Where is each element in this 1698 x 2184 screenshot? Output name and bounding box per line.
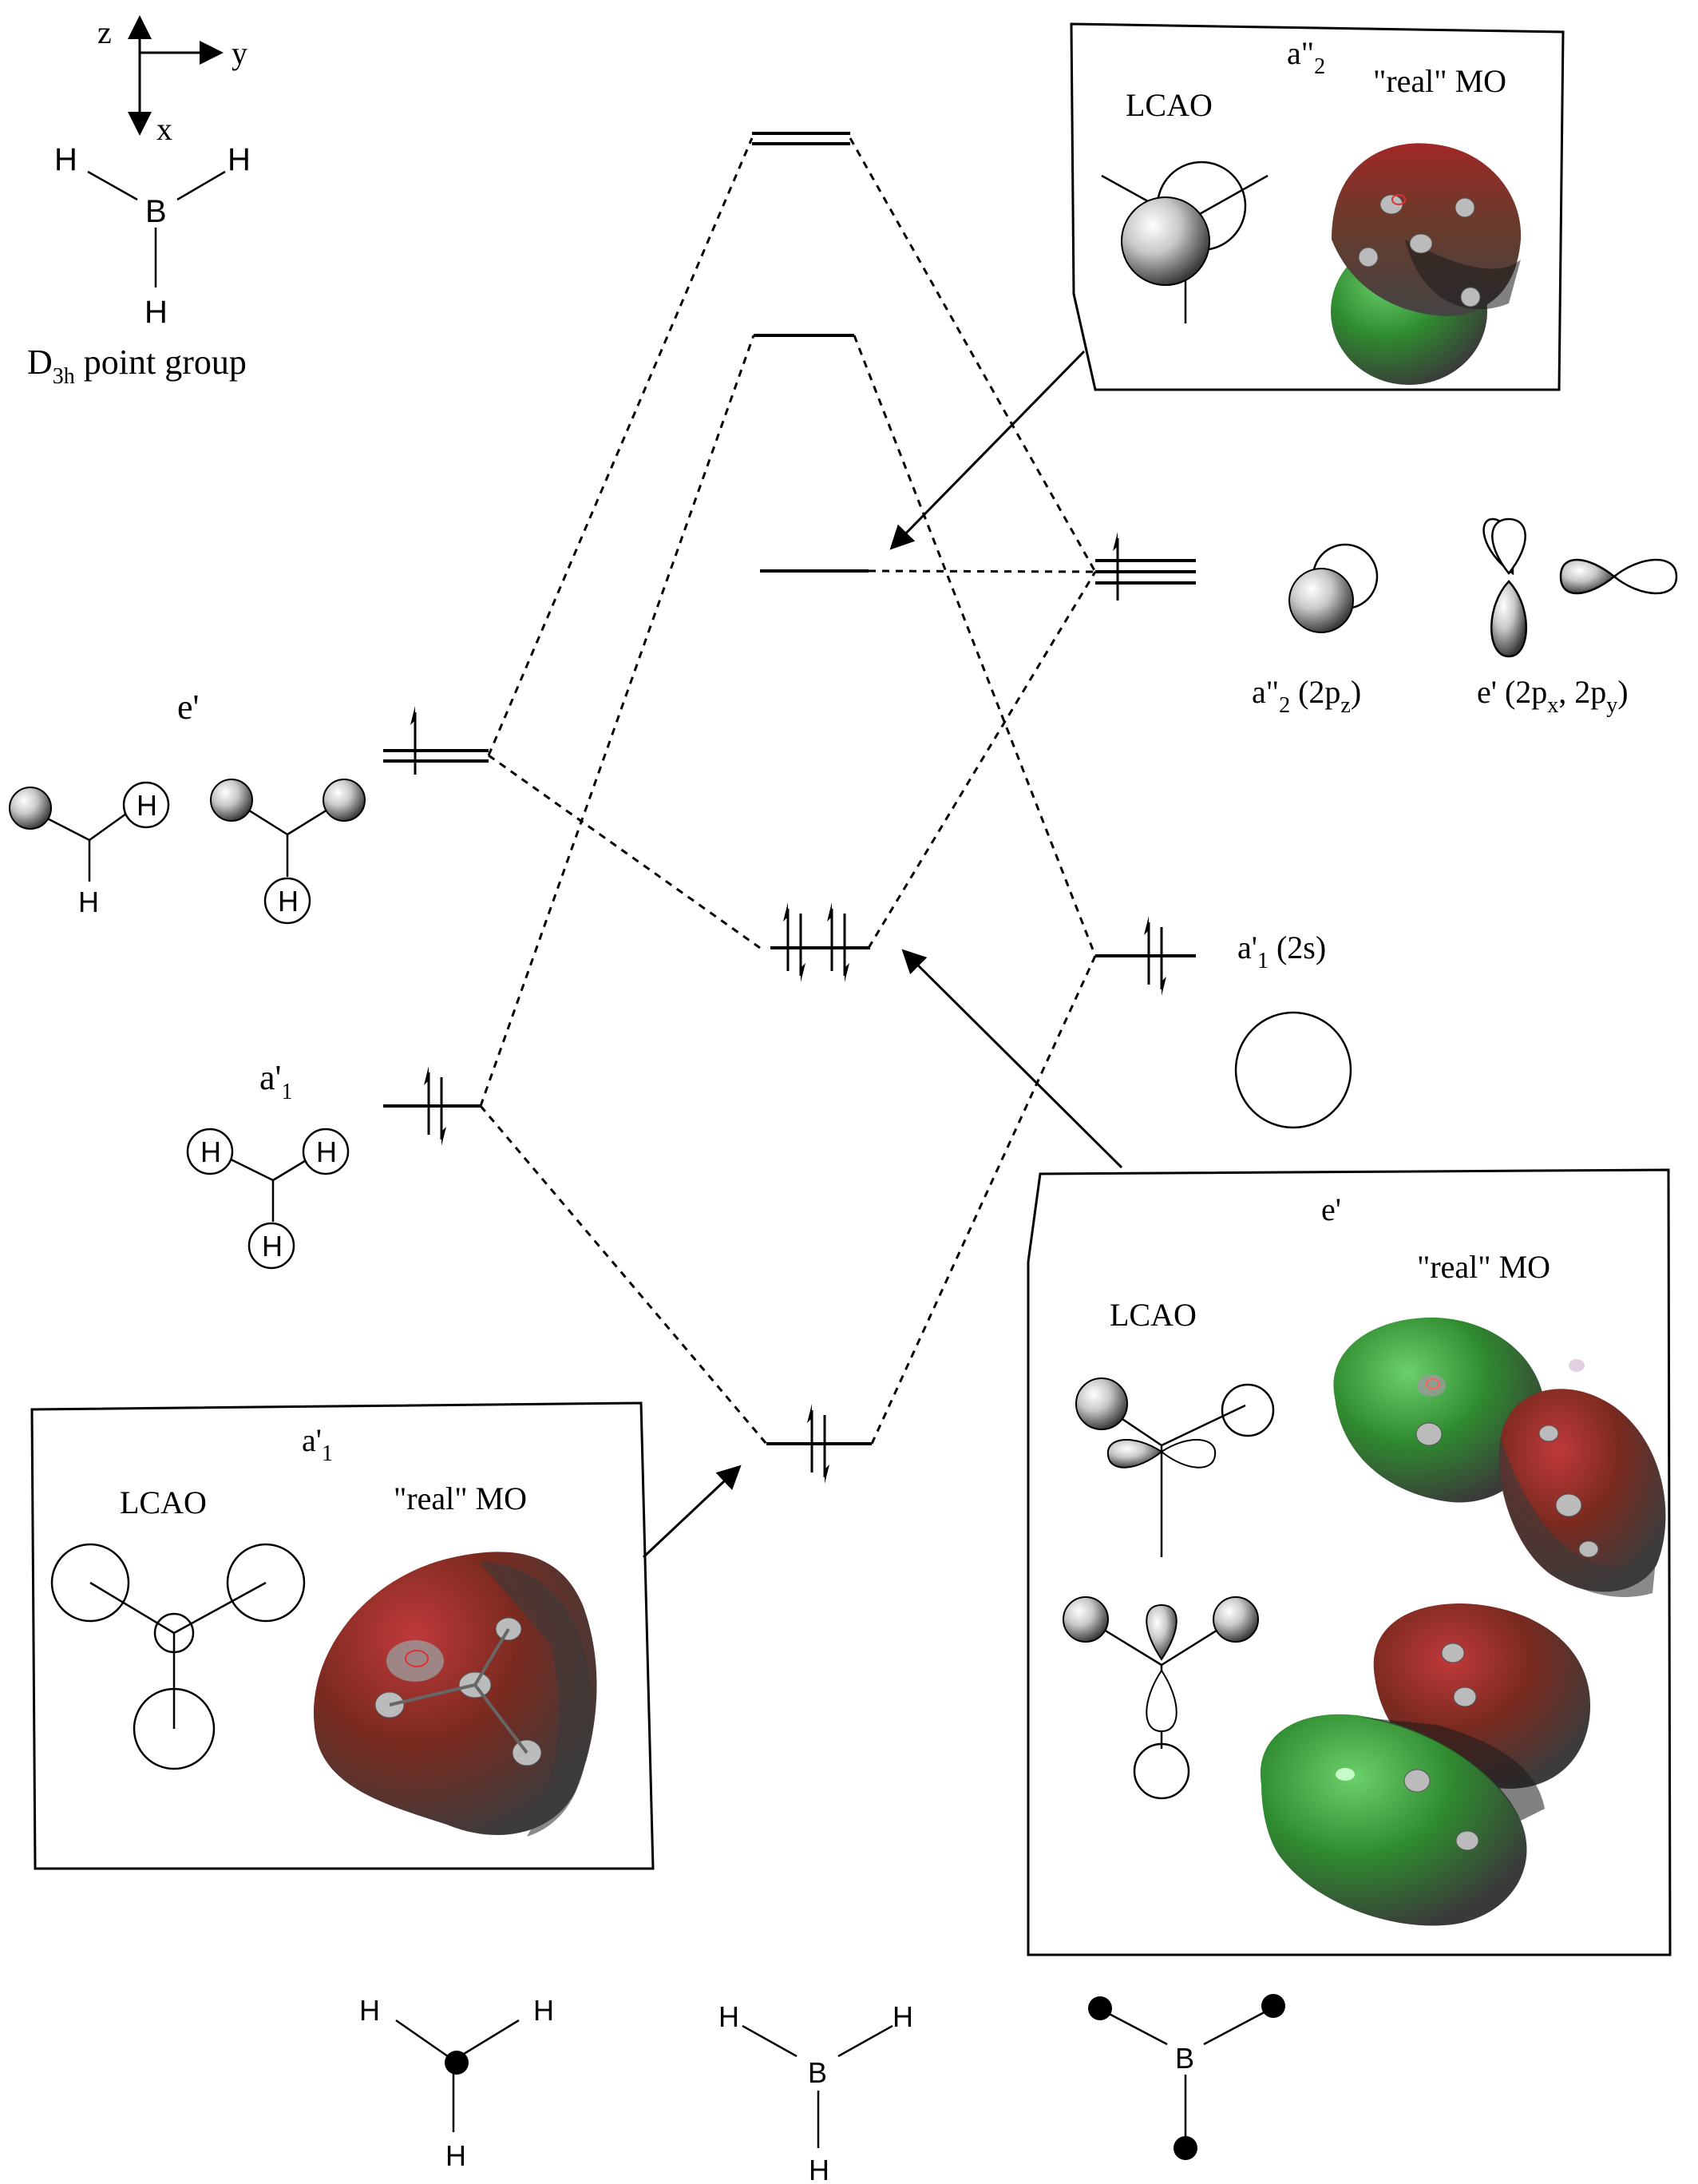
boron-label: B — [145, 194, 167, 229]
real-mo-a1-render — [313, 1552, 597, 1837]
bh3-reference-structure: B H H H — [54, 142, 251, 330]
hydrogen-label: H — [144, 295, 168, 330]
axis-x-label: x — [156, 111, 172, 147]
hydrogen-label: H — [137, 789, 157, 822]
axis-y-label: y — [232, 35, 247, 71]
bottom-bh3-molecule: B H H H — [718, 2000, 913, 2184]
real-mo-label: "real" MO — [1417, 1249, 1550, 1285]
real-mo-a2-render — [1331, 143, 1522, 385]
box-symmetry-label: a"2 — [1287, 35, 1325, 79]
px-orbital-icon — [1482, 517, 1527, 658]
a1-prime-lcao-left: H H H — [186, 1128, 350, 1270]
pointer-arrow — [901, 949, 1123, 1169]
real-mo-label: "real" MO — [1373, 63, 1506, 99]
hydrogen-label: H — [893, 2000, 913, 2033]
bottom-b-fragment: B — [1088, 1994, 1285, 2160]
s-orbital-icon — [1234, 1011, 1352, 1129]
a1-prime-label-left: a'1 — [259, 1058, 292, 1104]
pointer-arrow — [889, 350, 1086, 550]
box-e-prime-mo: e' LCAO "real" MO — [901, 949, 1672, 1956]
hydrogen-label: H — [262, 1230, 283, 1262]
py-orbital-icon — [1559, 558, 1678, 595]
real-mo-e-lower-render — [1260, 1603, 1591, 1926]
real-mo-label: "real" MO — [394, 1480, 527, 1516]
box-symmetry-label: e' — [1321, 1191, 1341, 1227]
hydrogen-label: H — [359, 1994, 380, 2027]
hydrogen-label: H — [54, 142, 77, 177]
e-prime-lcao-left: H H H — [9, 779, 366, 925]
point-group-label: D3h point group — [27, 343, 247, 389]
hydrogen-label: H — [278, 885, 299, 918]
boron-label: B — [1175, 2042, 1194, 2075]
e-prime-label-left: e' — [177, 688, 199, 727]
pointer-arrow — [642, 1465, 742, 1559]
box-symmetry-label: a'1 — [302, 1422, 333, 1466]
hydrogen-label: H — [718, 2000, 739, 2033]
lcao-label: LCAO — [1110, 1297, 1197, 1333]
lcao-label: LCAO — [1126, 87, 1213, 123]
axis-z-label: z — [97, 14, 112, 50]
e-px-py-label: e' (2px, 2py) — [1477, 674, 1629, 718]
axes-icon: z y x — [97, 14, 247, 147]
hydrogen-label: H — [78, 886, 99, 918]
hydrogen-label: H — [445, 2139, 466, 2172]
real-mo-e-upper-render — [1333, 1317, 1666, 1597]
a2-pz-label: a"2 (2pz) — [1252, 674, 1361, 718]
box-a1-mo: a'1 LCAO "real" MO — [30, 1401, 742, 1870]
hydrogen-label: H — [809, 2154, 829, 2184]
hydrogen-label: H — [200, 1136, 221, 1168]
energy-levels — [383, 132, 1196, 1445]
hydrogen-label: H — [228, 142, 251, 177]
bottom-h3-fragment: H H H — [359, 1994, 554, 2172]
lcao-label: LCAO — [120, 1484, 207, 1520]
correlation-lines — [479, 137, 1097, 1445]
pz-orbital-icon — [1288, 543, 1379, 633]
boron-label: B — [808, 2056, 827, 2089]
hydrogen-label: H — [533, 1994, 554, 2027]
box-a2-mo: a"2 LCAO "real" MO — [889, 22, 1565, 550]
a1-2s-label: a'1 (2s) — [1237, 929, 1326, 973]
hydrogen-label: H — [316, 1136, 337, 1168]
